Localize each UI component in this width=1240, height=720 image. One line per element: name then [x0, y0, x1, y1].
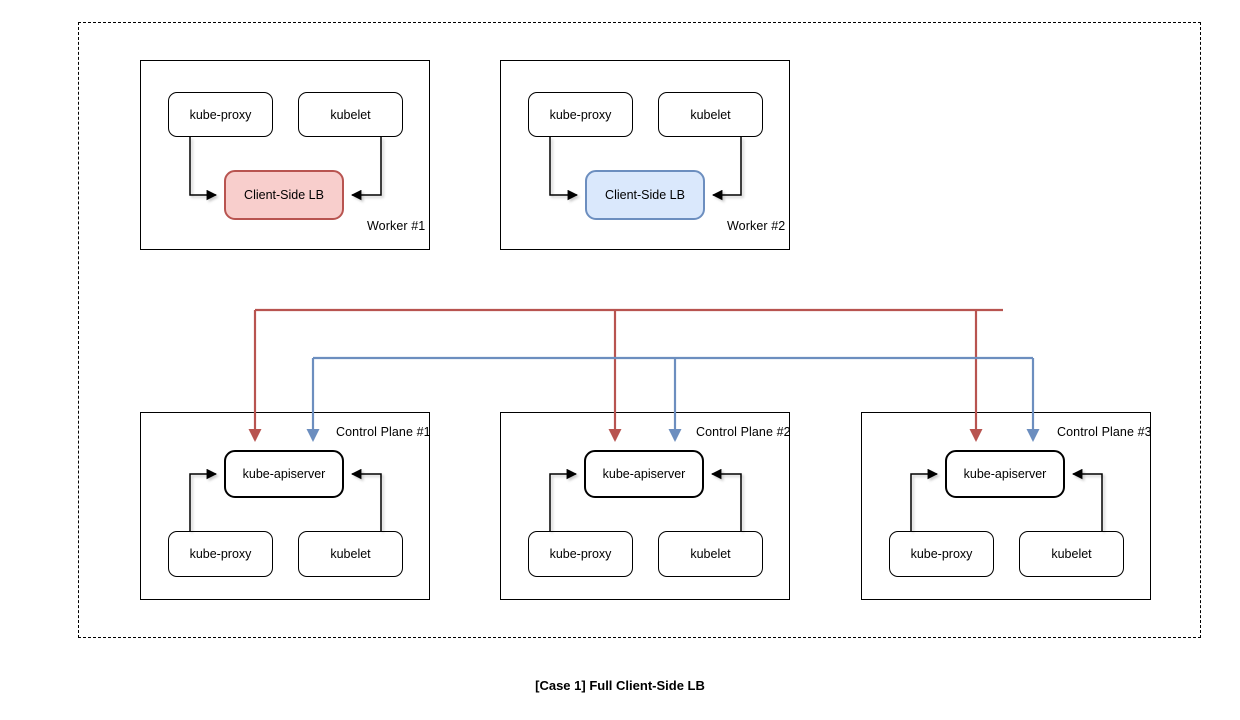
worker-1-kube-proxy[interactable]: kube-proxy [168, 92, 273, 137]
control-plane-1-kube-apiserver[interactable]: kube-apiserver [224, 450, 344, 498]
control-plane-1-label: Control Plane #1 [336, 425, 431, 439]
worker-1-label: Worker #1 [367, 219, 426, 233]
control-plane-2-kube-proxy[interactable]: kube-proxy [528, 531, 633, 577]
control-plane-1-kubelet[interactable]: kubelet [298, 531, 403, 577]
worker-2-label: Worker #2 [727, 219, 786, 233]
worker-2-client-side-lb[interactable]: Client-Side LB [585, 170, 705, 220]
control-plane-3-kube-proxy[interactable]: kube-proxy [889, 531, 994, 577]
control-plane-1-kube-proxy[interactable]: kube-proxy [168, 531, 273, 577]
control-plane-3-kubelet[interactable]: kubelet [1019, 531, 1124, 577]
control-plane-3-label: Control Plane #3 [1057, 425, 1152, 439]
worker-1-kubelet[interactable]: kubelet [298, 92, 403, 137]
control-plane-2-label: Control Plane #2 [696, 425, 791, 439]
worker-2-kubelet[interactable]: kubelet [658, 92, 763, 137]
control-plane-3-kube-apiserver[interactable]: kube-apiserver [945, 450, 1065, 498]
control-plane-2-kubelet[interactable]: kubelet [658, 531, 763, 577]
cluster-boundary [78, 22, 1201, 638]
worker-1-client-side-lb[interactable]: Client-Side LB [224, 170, 344, 220]
worker-2-kube-proxy[interactable]: kube-proxy [528, 92, 633, 137]
diagram-caption: [Case 1] Full Client-Side LB [535, 678, 705, 693]
control-plane-2-kube-apiserver[interactable]: kube-apiserver [584, 450, 704, 498]
